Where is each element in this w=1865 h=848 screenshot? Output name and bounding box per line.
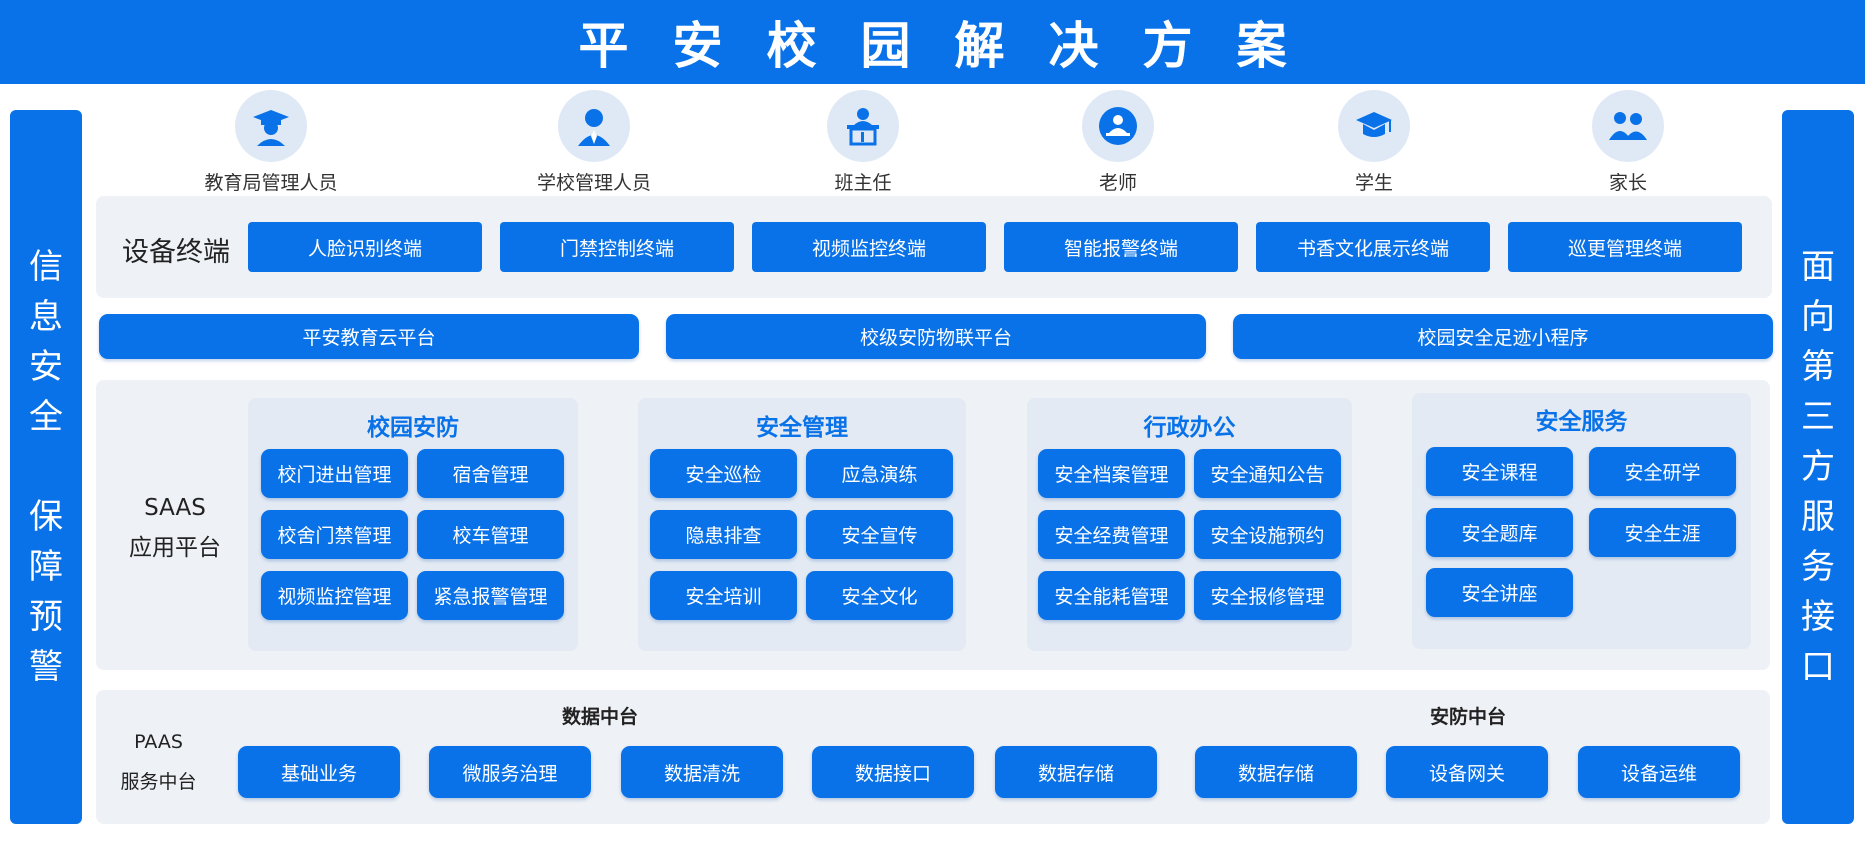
role-parent: 家长: [1548, 90, 1708, 195]
device-access-control[interactable]: 门禁控制终端: [500, 222, 734, 272]
role-teacher: 老师: [1038, 90, 1198, 195]
saas-item[interactable]: 隐患排查: [650, 510, 797, 559]
saas-item[interactable]: 安全设施预约: [1194, 510, 1341, 559]
platform-mini-program[interactable]: 校园安全足迹小程序: [1233, 314, 1773, 359]
saas-item[interactable]: 校车管理: [417, 510, 564, 559]
saas-label-line2: 应用平台: [129, 535, 221, 561]
saas-item[interactable]: 宿舍管理: [417, 449, 564, 498]
saas-item[interactable]: 安全巡检: [650, 449, 797, 498]
mortarboard-icon: [1338, 90, 1410, 162]
paas-data-item[interactable]: 数据清洗: [621, 746, 783, 798]
group-title: 安全管理: [756, 415, 848, 441]
group-title: 校园安防: [367, 415, 459, 441]
saas-item[interactable]: 安全研学: [1589, 447, 1736, 496]
platform-iot-security[interactable]: 校级安防物联平台: [666, 314, 1206, 359]
role-label: 班主任: [834, 172, 892, 194]
saas-label-line1: SAAS: [144, 495, 206, 521]
saas-label: SAAS 应用平台: [110, 488, 240, 568]
device-patrol-management[interactable]: 巡更管理终端: [1508, 222, 1742, 272]
role-label: 老师: [1098, 172, 1137, 194]
paas-security-item[interactable]: 设备网关: [1386, 746, 1548, 798]
platform-education-cloud[interactable]: 平安教育云平台: [99, 314, 639, 359]
saas-item[interactable]: 安全通知公告: [1194, 449, 1341, 498]
group-title: 安全服务: [1535, 409, 1628, 435]
saas-item[interactable]: 校舍门禁管理: [261, 510, 408, 559]
role-student: 学生: [1294, 90, 1454, 195]
saas-item[interactable]: 安全档案管理: [1038, 449, 1185, 498]
paas-security-item[interactable]: 数据存储: [1195, 746, 1357, 798]
title-banner: 平安校园解决方案: [0, 0, 1865, 84]
role-label: 教育局管理人员: [204, 172, 338, 194]
saas-item[interactable]: 安全讲座: [1426, 568, 1573, 617]
saas-item[interactable]: 视频监控管理: [261, 571, 408, 620]
teacher-desk-icon: [1082, 90, 1154, 162]
role-label: 学校管理人员: [536, 172, 651, 194]
device-face-recognition[interactable]: 人脸识别终端: [248, 222, 482, 272]
saas-item[interactable]: 安全经费管理: [1038, 510, 1185, 559]
device-smart-alarm[interactable]: 智能报警终端: [1004, 222, 1238, 272]
parents-icon: [1592, 90, 1664, 162]
left-side-text: 信息安全 保障预警: [29, 247, 63, 687]
role-label: 家长: [1608, 172, 1647, 194]
lectern-person-icon: [827, 90, 899, 162]
data-center-title: 数据中台: [561, 706, 638, 728]
role-school-admin: 学校管理人员: [514, 90, 674, 195]
page-title: 平安校园解决方案: [578, 17, 1331, 75]
device-row-label: 设备终端: [122, 237, 230, 268]
right-side-bar: 面向第三方服务接口: [1782, 110, 1854, 824]
saas-item[interactable]: 安全文化: [806, 571, 953, 620]
saas-item[interactable]: 校门进出管理: [261, 449, 408, 498]
group-title: 行政办公: [1143, 415, 1236, 441]
graduation-cap-person-icon: [235, 90, 307, 162]
paas-label-line2: 服务中台: [120, 771, 197, 793]
saas-item[interactable]: 安全生涯: [1589, 508, 1736, 557]
left-side-bar: 信息安全 保障预警: [10, 110, 82, 824]
saas-item[interactable]: 安全宣传: [806, 510, 953, 559]
device-video-monitor[interactable]: 视频监控终端: [752, 222, 986, 272]
person-tie-icon: [558, 90, 630, 162]
saas-item[interactable]: 安全报修管理: [1194, 571, 1341, 620]
device-culture-display[interactable]: 书香文化展示终端: [1256, 222, 1490, 272]
role-education-bureau: 教育局管理人员: [191, 90, 351, 195]
paas-data-item[interactable]: 数据存储: [995, 746, 1157, 798]
role-label: 学生: [1354, 172, 1393, 194]
paas-data-item[interactable]: 基础业务: [238, 746, 400, 798]
saas-item[interactable]: 应急演练: [806, 449, 953, 498]
saas-item[interactable]: 安全能耗管理: [1038, 571, 1185, 620]
paas-data-item[interactable]: 微服务治理: [429, 746, 591, 798]
security-center-title: 安防中台: [1429, 706, 1506, 728]
saas-item[interactable]: 安全题库: [1426, 508, 1573, 557]
paas-data-item[interactable]: 数据接口: [812, 746, 974, 798]
paas-label: PAAS 服务中台: [96, 722, 221, 802]
saas-item[interactable]: 安全培训: [650, 571, 797, 620]
role-head-teacher: 班主任: [783, 90, 943, 195]
right-side-text: 面向第三方服务接口: [1801, 247, 1835, 687]
paas-security-item[interactable]: 设备运维: [1578, 746, 1740, 798]
paas-label-line1: PAAS: [134, 731, 183, 753]
saas-item[interactable]: 紧急报警管理: [417, 571, 564, 620]
saas-item[interactable]: 安全课程: [1426, 447, 1573, 496]
